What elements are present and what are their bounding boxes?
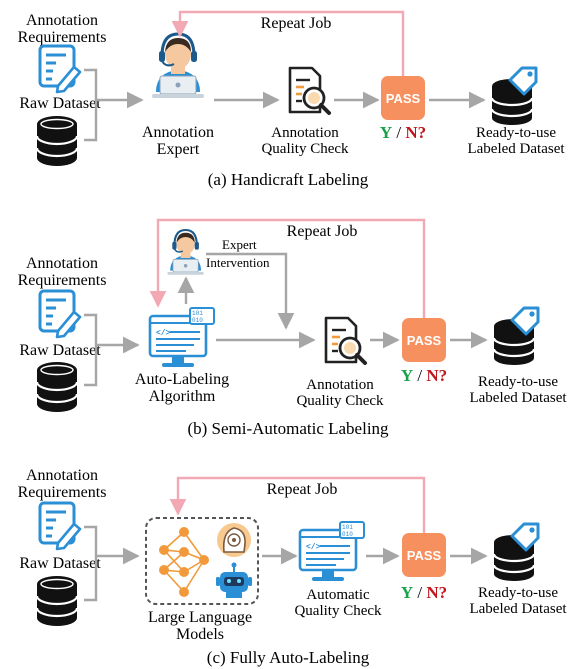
quality-check-label-line2: Quality Check xyxy=(296,393,384,409)
pass-label: PASS xyxy=(407,548,442,563)
panel-fully-auto: Annotation Requirements Raw Dataset xyxy=(18,467,568,667)
pass-label: PASS xyxy=(407,333,442,348)
caption-c: (c) Fully Auto-Labeling xyxy=(207,648,370,667)
yes-label: Y xyxy=(401,583,413,602)
panel-semi-automatic: Annotation Requirements Raw Dataset Expe… xyxy=(18,218,567,438)
no-label: N? xyxy=(426,583,447,602)
document-edit-icon xyxy=(38,44,82,94)
database-tag-icon xyxy=(492,306,540,367)
output-label: Ready-to-use xyxy=(478,374,558,390)
flow-arrow-input xyxy=(84,68,142,142)
flow-arrow-from-expert xyxy=(206,252,295,330)
database-tag-icon xyxy=(492,522,540,583)
pass-box xyxy=(402,533,446,577)
database-tag-icon xyxy=(490,66,538,127)
output-label: Ready-to-use xyxy=(476,125,556,141)
annotation-expert-label-line2: Expert xyxy=(157,141,200,158)
annotation-requirements-label-line2: Requirements xyxy=(18,29,107,46)
repeat-job-arrow xyxy=(149,218,426,318)
flow-arrow-input xyxy=(84,525,138,602)
repeat-job-arrow xyxy=(171,10,405,76)
no-label: N? xyxy=(426,366,447,385)
llm-label: Large Language xyxy=(148,609,252,626)
expert-intervention-label: Expert xyxy=(222,237,257,252)
annotation-requirements-label: Annotation xyxy=(26,255,98,272)
output-label-line2: Labeled Dataset xyxy=(467,141,565,157)
slash-label: / xyxy=(392,123,405,142)
annotation-requirements-label: Annotation xyxy=(26,467,98,484)
no-label: N? xyxy=(405,123,426,142)
repeat-job-label: Repeat Job xyxy=(267,481,338,498)
database-icon xyxy=(35,114,79,168)
slash-label: / xyxy=(413,366,426,385)
repeat-job-label: Repeat Job xyxy=(261,15,332,32)
output-label: Ready-to-use xyxy=(478,585,558,601)
quality-check-label-line2: Quality Check xyxy=(261,141,349,157)
llm-label-line2: Models xyxy=(176,626,224,643)
output-label-line2: Labeled Dataset xyxy=(469,390,567,406)
database-icon xyxy=(35,360,79,414)
brain-head-icon xyxy=(217,523,251,557)
pass-box xyxy=(402,318,446,362)
quality-check-label-line2: Quality Check xyxy=(294,603,382,619)
caption-b: (b) Semi-Automatic Labeling xyxy=(187,419,389,438)
computer-code-icon xyxy=(298,520,366,583)
document-edit-icon xyxy=(38,289,82,339)
document-edit-icon xyxy=(38,501,82,551)
raw-dataset-label: Raw Dataset xyxy=(19,555,101,572)
annotation-expert-label: Annotation xyxy=(142,124,214,141)
annotation-requirements-label: Annotation xyxy=(26,12,98,29)
raw-dataset-label: Raw Dataset xyxy=(19,95,101,112)
yes-label: Y xyxy=(401,366,413,385)
panel-handicraft: Annotation Requirements Raw Dataset Anno… xyxy=(18,10,565,189)
output-label-line2: Labeled Dataset xyxy=(469,601,567,617)
pass-box xyxy=(381,76,425,120)
annotation-requirements-label-line2: Requirements xyxy=(18,272,107,289)
pass-label: PASS xyxy=(386,91,421,106)
repeat-job-label: Repeat Job xyxy=(287,223,358,240)
repeat-job-arrow xyxy=(169,476,426,533)
annotation-requirements-label-line2: Requirements xyxy=(18,484,107,501)
robot-icon xyxy=(216,562,252,598)
annotator-headset-icon xyxy=(150,32,206,100)
yes-no-label: Y / N? xyxy=(401,366,447,385)
quality-check-label: Automatic xyxy=(306,587,370,603)
quality-check-label: Annotation xyxy=(306,377,374,393)
algorithm-label-line2: Algorithm xyxy=(149,388,216,405)
caption-a: (a) Handicraft Labeling xyxy=(208,170,369,189)
computer-code-icon xyxy=(148,306,216,369)
database-icon xyxy=(35,574,79,628)
yes-label: Y xyxy=(380,123,392,142)
document-magnifier-icon xyxy=(324,316,367,365)
neural-network-icon xyxy=(159,527,209,597)
flow-arrow-input xyxy=(84,313,138,387)
raw-dataset-label: Raw Dataset xyxy=(19,342,101,359)
algorithm-label: Auto-Labeling xyxy=(135,371,229,388)
llm-box xyxy=(145,517,259,605)
yes-no-label: Y / N? xyxy=(401,583,447,602)
expert-intervention-label-line2: Intervention xyxy=(206,255,270,270)
annotator-headset-icon xyxy=(166,228,205,276)
slash-label: / xyxy=(413,583,426,602)
yes-no-label: Y / N? xyxy=(380,123,426,142)
quality-check-label: Annotation xyxy=(271,125,339,141)
document-magnifier-icon xyxy=(288,66,331,115)
